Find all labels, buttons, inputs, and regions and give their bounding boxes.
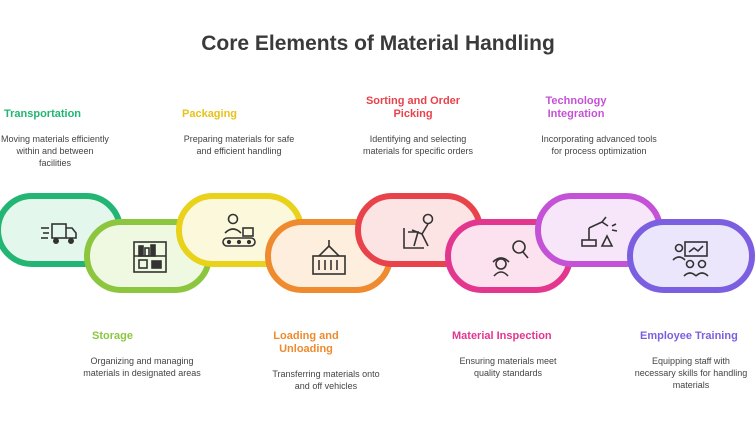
desc-loading: Transferring materials onto and off vehi…: [272, 369, 380, 391]
label-training: Employee Training: [640, 330, 738, 342]
label-loading: Loading and Unloading: [273, 330, 339, 355]
worker-picking-icon: [403, 213, 434, 249]
desc-technology: Incorporating advanced tools for process…: [541, 134, 657, 156]
training-presentation-icon: [672, 241, 709, 277]
desc-storage: Organizing and managing materials in des…: [83, 356, 201, 378]
conveyor-worker-icon: [222, 213, 256, 247]
desc-inspection: Ensuring materials meet quality standard…: [459, 356, 557, 378]
desc-training: Equipping staff with necessary skills fo…: [634, 356, 748, 390]
label-storage: Storage: [92, 330, 133, 342]
container-crane-icon: [312, 240, 346, 275]
robotic-arm-icon: [581, 216, 618, 247]
desc-packaging: Preparing materials for safe and efficie…: [183, 134, 295, 156]
label-transportation: Transportation: [4, 108, 82, 120]
delivery-truck-icon: [41, 223, 77, 245]
warehouse-shelf-icon: [133, 241, 167, 273]
inspector-magnifier-icon: [492, 240, 529, 277]
desc-transportation: Moving materials efficiently within and …: [1, 134, 109, 168]
desc-sorting: Identifying and selecting materials for …: [362, 134, 474, 156]
label-technology: Technology Integration: [545, 95, 607, 120]
page-title: Core Elements of Material Handling: [201, 32, 555, 55]
label-inspection: Material Inspection: [452, 330, 552, 342]
label-sorting: Sorting and Order Picking: [365, 95, 461, 120]
label-packaging: Packaging: [182, 108, 238, 120]
